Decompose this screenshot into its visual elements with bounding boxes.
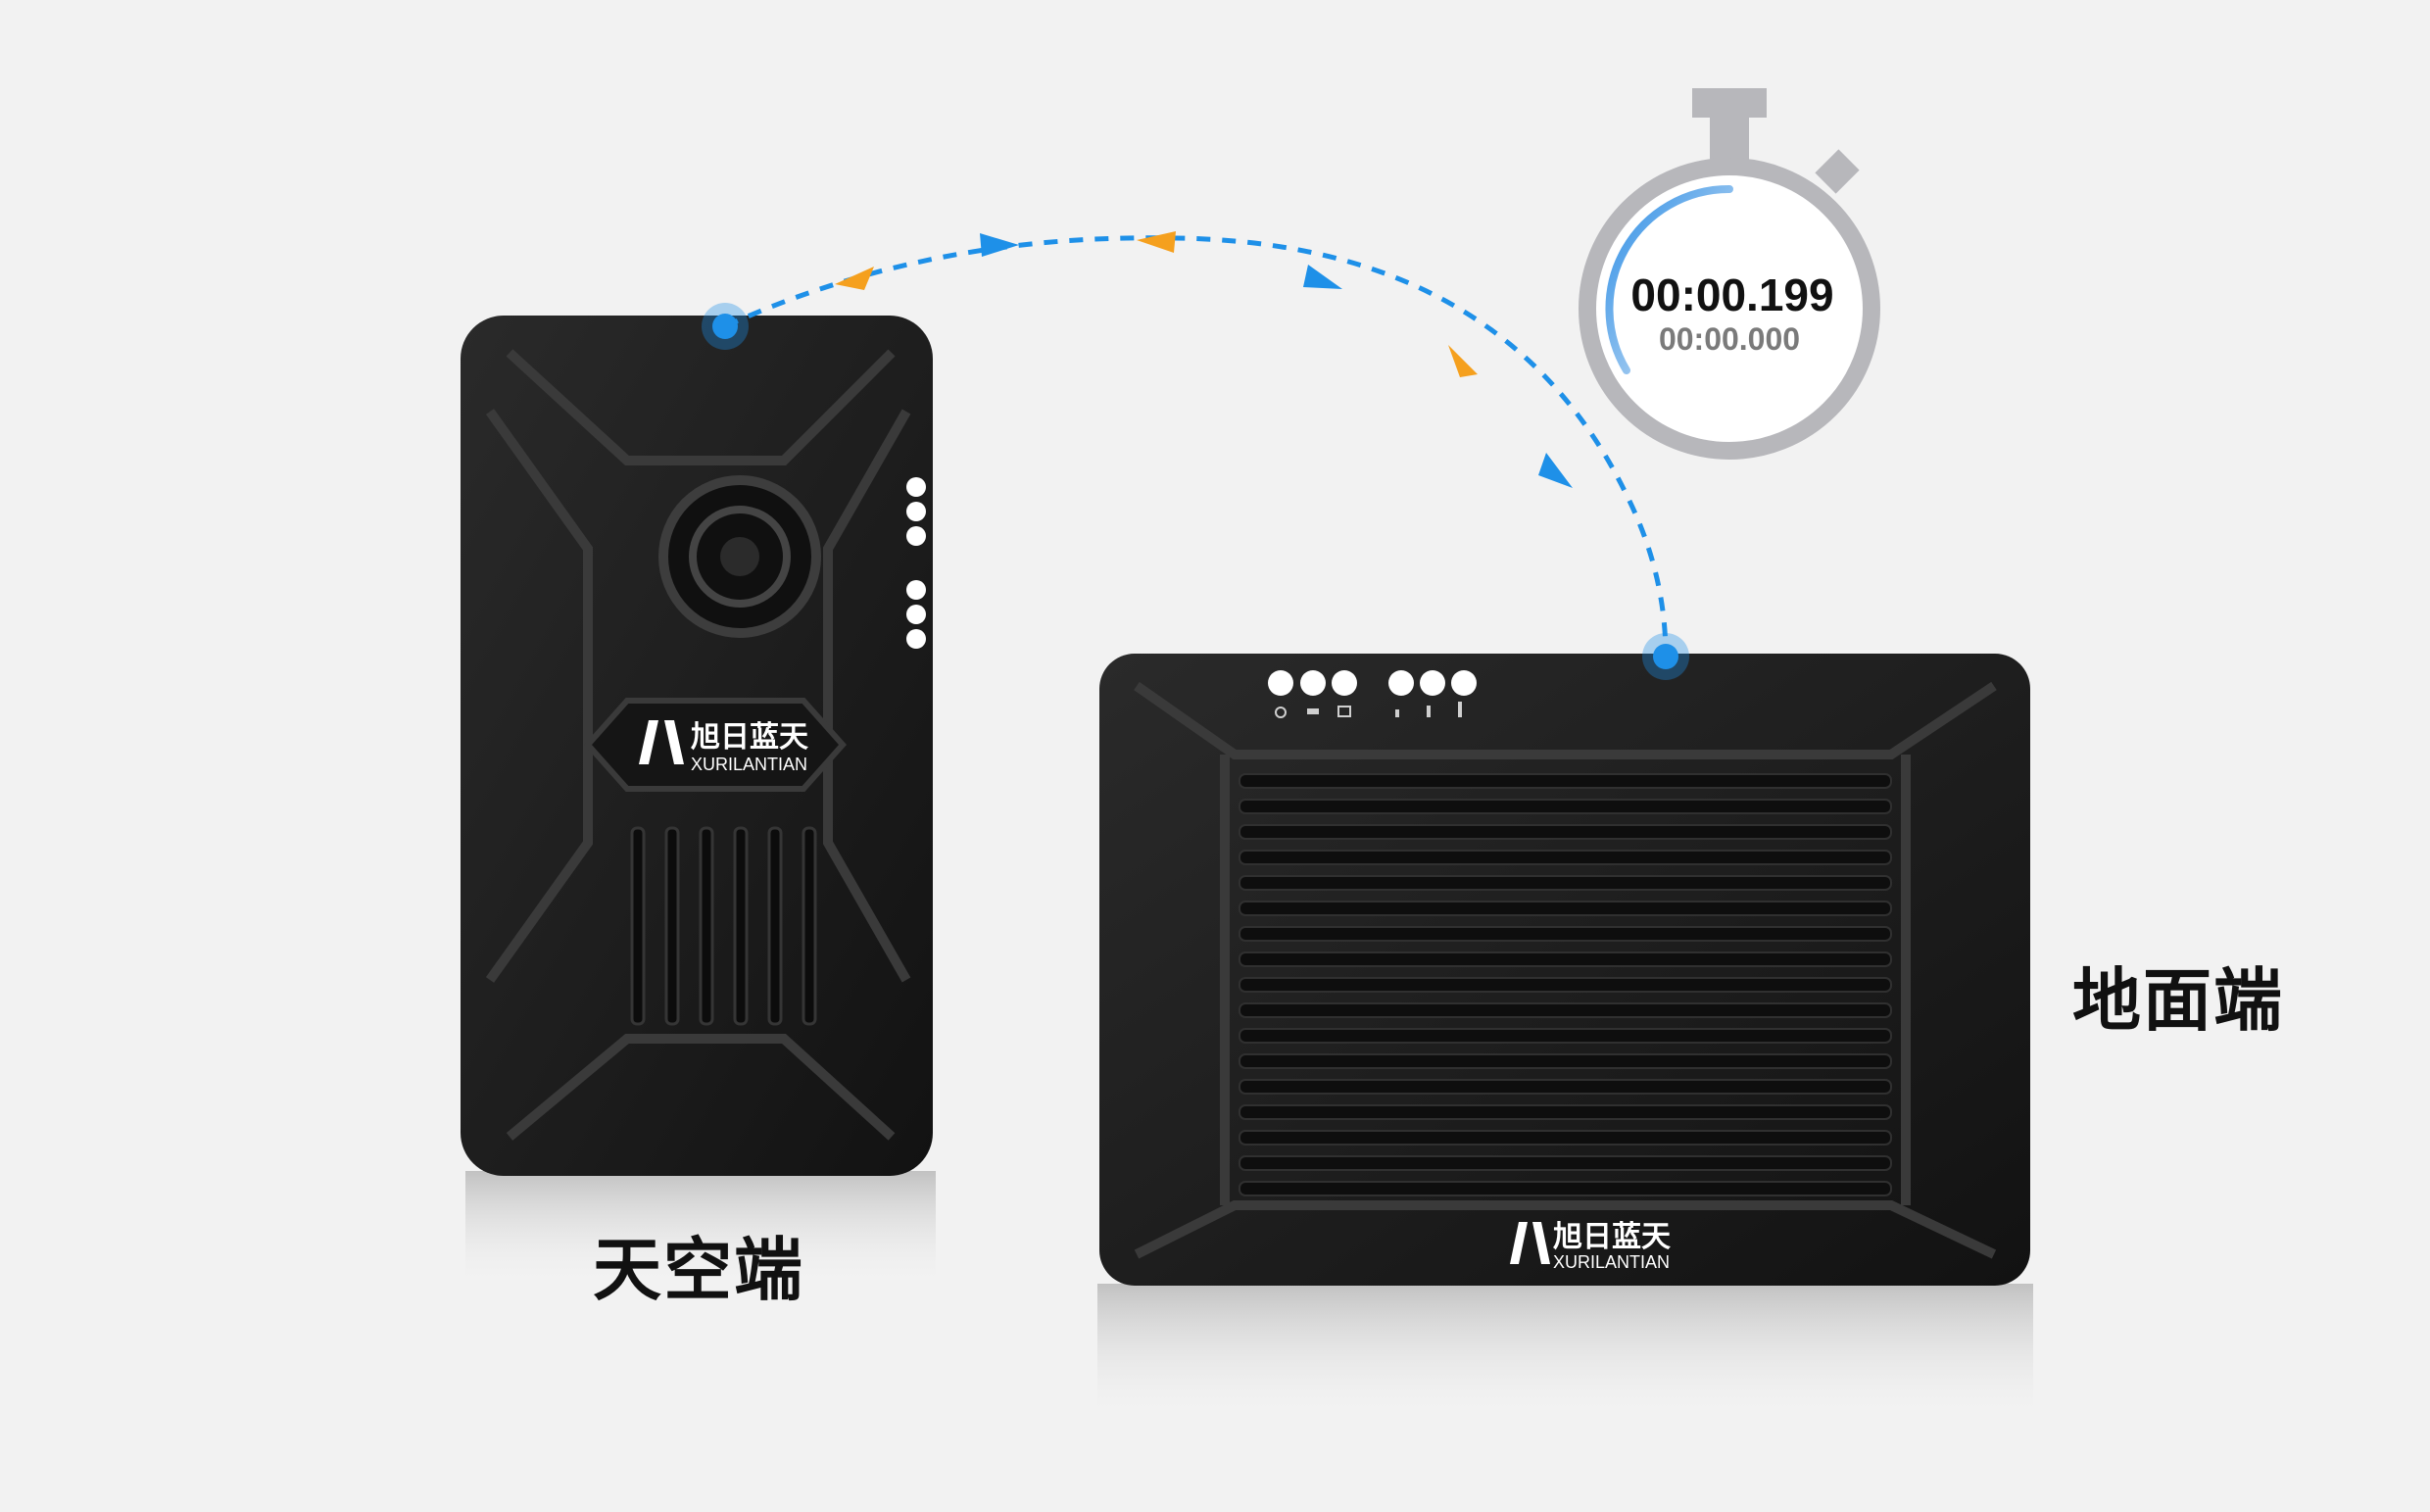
- ground-unit-frame: [1134, 681, 1997, 1259]
- air-unit-label: 天空端: [593, 1230, 804, 1310]
- stopwatch-progress-arc: [1605, 184, 1733, 374]
- ground-unit-ribs: [1239, 773, 1892, 1196]
- ground-unit-device: 旭日蓝天 XURILANTIAN: [1097, 654, 2033, 1421]
- air-unit-device: 旭日蓝天 XURILANTIAN: [461, 316, 936, 1289]
- air-unit-brand-name-en: XURILANTIAN: [691, 755, 807, 774]
- link-dashed-path: [723, 235, 1669, 658]
- brand-logo-icon: [639, 720, 684, 764]
- uplink-arrow: [980, 233, 1019, 257]
- air-unit-heatsink-fins: [630, 826, 817, 1026]
- air-unit-reflection: [465, 1171, 936, 1289]
- ground-unit-status-leds: [1268, 670, 1477, 696]
- wireless-link-arc: [702, 231, 1689, 680]
- downlink-arrow: [1448, 345, 1478, 377]
- ground-unit-brand-name-cn: 旭日蓝天: [1553, 1220, 1671, 1254]
- ground-unit-led-icons: [1275, 702, 1462, 718]
- timer-lap: 00:00.000: [1659, 321, 1800, 357]
- air-unit-status-leds: [906, 477, 926, 649]
- timer-elapsed: 00:00.199: [1630, 269, 1833, 320]
- ground-unit-link-node: [1642, 633, 1689, 680]
- ground-unit-reflection: [1097, 1284, 2033, 1421]
- fan-grille: [658, 475, 821, 638]
- air-unit-brand-name-cn: 旭日蓝天: [691, 720, 808, 755]
- air-unit-link-node: [702, 303, 749, 350]
- downlink-arrow: [835, 267, 874, 290]
- ground-unit-label: 地面端: [2072, 960, 2284, 1041]
- stopwatch-icon: 00:00.199 00:00.000: [1579, 88, 1880, 460]
- downlink-arrow: [1137, 231, 1176, 253]
- uplink-arrow: [1303, 265, 1342, 289]
- air-unit-x-frame: [485, 349, 911, 1141]
- ground-unit-brand-badge: 旭日蓝天 XURILANTIAN: [1510, 1220, 1671, 1272]
- ground-unit-brand-name-en: XURILANTIAN: [1553, 1252, 1670, 1272]
- brand-logo-icon: [1510, 1222, 1550, 1264]
- air-unit-brand-badge: 旭日蓝天 XURILANTIAN: [583, 698, 848, 792]
- uplink-arrow: [1538, 453, 1573, 488]
